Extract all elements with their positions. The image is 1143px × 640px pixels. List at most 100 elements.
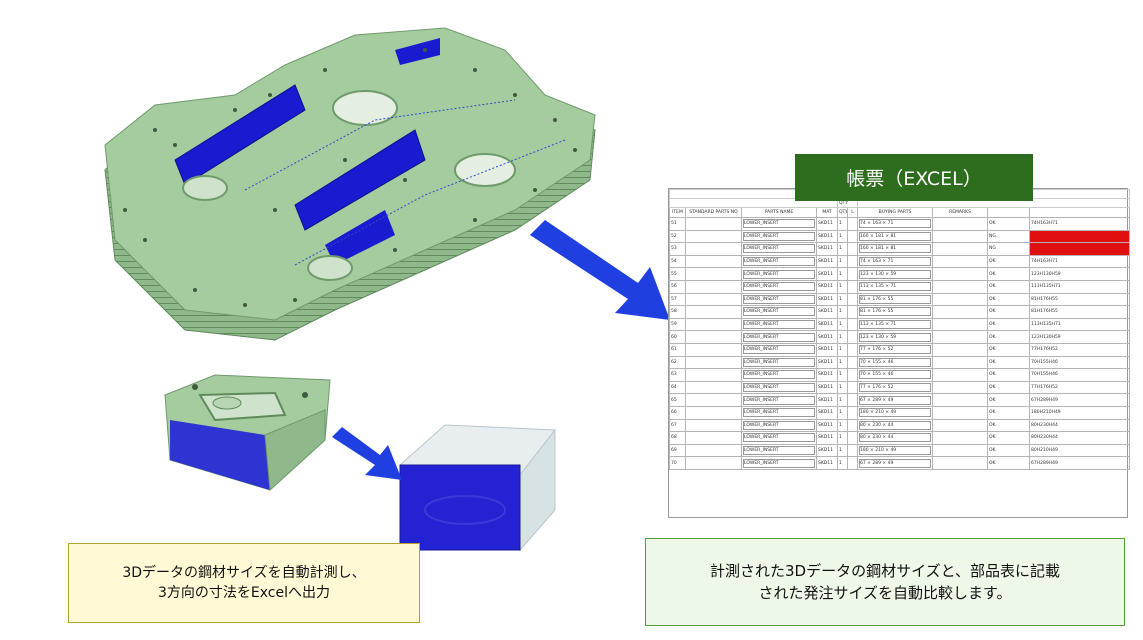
cell-empty xyxy=(847,305,858,319)
cell-qty: 1 xyxy=(837,217,848,231)
cell-name: LOWER_INSERT xyxy=(741,405,817,420)
cell-name: LOWER_INSERT xyxy=(741,393,817,407)
cell-empty xyxy=(847,443,858,458)
cell-name-text: LOWER_INSERT xyxy=(743,433,815,443)
cell-name: LOWER_INSERT xyxy=(741,267,817,281)
cell-qty: 1 xyxy=(837,368,848,382)
cell-empty xyxy=(847,229,858,244)
cell-measured: 80H230H44 xyxy=(1028,418,1131,433)
cell-status: OK xyxy=(987,443,1030,458)
cell-name-text: LOWER_INSERT xyxy=(743,257,815,267)
cell-size-text: 123 × 130 × 59 xyxy=(859,269,931,279)
cell-status: OK xyxy=(987,431,1030,445)
cell-size-text: 77 × 176 × 52 xyxy=(859,383,931,393)
cell-name-text: LOWER_INSERT xyxy=(743,320,815,330)
cell-empty xyxy=(685,317,742,332)
cell-qty: 1 xyxy=(837,456,848,470)
cell-empty xyxy=(685,405,742,420)
cell-mat: SKD11 xyxy=(816,242,838,256)
cell-item: 55 xyxy=(669,267,686,281)
cell-measured: 123H130H59 xyxy=(1028,267,1131,281)
cell-size: 80 × 230 × 44 xyxy=(857,418,933,433)
cell-empty xyxy=(685,431,742,445)
cell-empty xyxy=(847,279,858,294)
cell-mat: SKD11 xyxy=(816,292,838,307)
cell-size: 74 × 163 × 71 xyxy=(857,217,933,231)
cell-name: LOWER_INSERT xyxy=(741,305,817,319)
cell-empty xyxy=(847,217,858,231)
cell-mat: SKD11 xyxy=(816,254,838,269)
cell-mat: SKD11 xyxy=(816,217,838,231)
cell-mat: SKD11 xyxy=(816,279,838,294)
arrow-to-sheet-icon xyxy=(525,220,670,320)
cell-name: LOWER_INSERT xyxy=(741,443,817,458)
cell-empty xyxy=(932,405,988,420)
cell-empty xyxy=(932,254,988,269)
cell-status: OK xyxy=(987,368,1030,382)
caption-left-line1: 3Dデータの鋼材サイズを自動計測し、 xyxy=(122,565,366,581)
cell-qty: 1 xyxy=(837,317,848,332)
cell-qty: 1 xyxy=(837,267,848,281)
cell-mat: SKD11 xyxy=(816,405,838,420)
cell-name: LOWER_INSERT xyxy=(741,330,817,344)
cell-mat: SKD11 xyxy=(816,380,838,395)
cell-status: OK xyxy=(987,330,1030,344)
cell-empty xyxy=(932,355,988,370)
cell-empty xyxy=(847,418,858,433)
cell-size-text: 74 × 163 × 71 xyxy=(859,257,931,267)
cell-empty xyxy=(932,443,988,458)
cell-empty xyxy=(685,292,742,307)
table-header-cell: MAT xyxy=(816,207,838,218)
cell-status: OK xyxy=(987,267,1030,281)
cell-empty xyxy=(685,456,742,470)
cell-name-text: LOWER_INSERT xyxy=(743,445,815,455)
cell-measured: 77H176H52 xyxy=(1028,342,1131,357)
cell-item: 51 xyxy=(669,217,686,231)
cell-mat: SKD11 xyxy=(816,355,838,370)
cell-name-text: LOWER_INSERT xyxy=(743,269,815,279)
cell-qty: 1 xyxy=(837,380,848,395)
cell-qty: 1 xyxy=(837,279,848,294)
cell-empty xyxy=(847,380,858,395)
table-header-cell: STANDARD PARTS NO xyxy=(685,207,742,218)
cell-measured: 113H135H71 xyxy=(1028,317,1131,332)
cell-mat: SKD11 xyxy=(816,342,838,357)
stock-size-box-image xyxy=(398,424,556,552)
cell-size: 180 × 210 × 49 xyxy=(857,405,933,420)
cell-size-text: 74 × 163 × 71 xyxy=(859,219,931,229)
cell-name: LOWER_INSERT xyxy=(741,292,817,307)
cell-qty: 1 xyxy=(837,355,848,370)
cell-name-text: LOWER_INSERT xyxy=(743,294,815,304)
cell-empty xyxy=(847,330,858,344)
cell-name: LOWER_INSERT xyxy=(741,217,817,231)
cell-empty xyxy=(685,418,742,433)
cell-qty: 1 xyxy=(837,229,848,244)
table-header-cell: L xyxy=(847,207,858,218)
cell-name-text: LOWER_INSERT xyxy=(743,307,815,317)
arrow-to-stock-icon xyxy=(332,427,402,480)
cell-size: 123 × 130 × 59 xyxy=(857,330,933,344)
cell-name-text: LOWER_INSERT xyxy=(743,458,815,468)
cell-status: OK xyxy=(987,254,1030,269)
cell-empty xyxy=(685,443,742,458)
cell-mat: SKD11 xyxy=(816,317,838,332)
cell-empty xyxy=(847,393,858,407)
cell-name-text: LOWER_INSERT xyxy=(743,420,815,430)
cell-name: LOWER_INSERT xyxy=(741,229,817,244)
cell-qty: 1 xyxy=(837,418,848,433)
cell-item: 54 xyxy=(669,254,686,269)
cell-name: LOWER_INSERT xyxy=(741,431,817,445)
cell-size: 113 × 135 × 71 xyxy=(857,279,933,294)
table-header-cell xyxy=(1028,207,1131,218)
cell-status: NG xyxy=(987,242,1030,256)
cell-empty xyxy=(685,393,742,407)
